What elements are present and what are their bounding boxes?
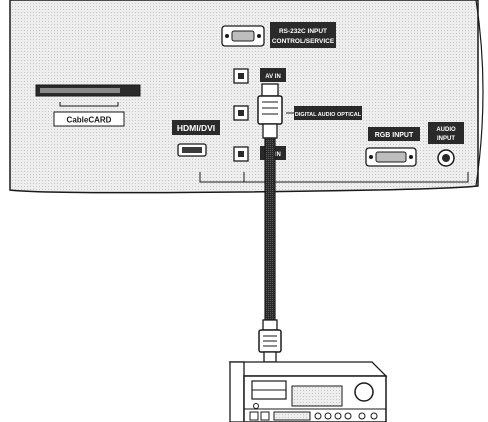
audio-input-label-line2: INPUT <box>437 136 455 142</box>
digital-audio-label: DIGITAL AUDIO OPTICAL <box>286 106 362 120</box>
rgb-label: RGB INPUT <box>368 127 420 141</box>
hdmi-port <box>177 143 207 157</box>
jack-top <box>233 68 249 84</box>
audio-input-label-line1: AUDIO <box>436 127 456 133</box>
audio-input-label: AUDIO INPUT <box>428 122 464 144</box>
rgb-port <box>365 147 417 167</box>
hdmi-label-text: HDMI/DVI <box>177 123 215 133</box>
rs232c-port <box>221 25 265 47</box>
jack-middle <box>233 105 249 121</box>
jack-bottom <box>233 146 249 162</box>
optical-cable <box>264 137 276 323</box>
digital-audio-label-text: DIGITAL AUDIO OPTICAL <box>295 112 362 118</box>
rs232c-label: RS-232C INPUT CONTROL/SERVICE <box>270 22 336 48</box>
optical-plug-receiver <box>258 319 282 363</box>
tv-rear-panel <box>9 0 484 194</box>
audio-input-jack <box>437 149 455 167</box>
cablecard-label-text: CableCARD <box>67 116 112 125</box>
audio-receiver <box>228 361 388 422</box>
rs232c-label-line2: CONTROL/SERVICE <box>272 38 335 45</box>
jack-top-label-text: AV IN <box>265 74 281 80</box>
hdmi-label: HDMI/DVI <box>172 120 220 135</box>
rgb-label-text: RGB INPUT <box>375 132 414 139</box>
rs232c-label-line1: RS-232C INPUT <box>279 28 327 35</box>
cablecard-label: CableCARD <box>53 111 125 127</box>
cablecard-slot <box>35 84 141 107</box>
jack-top-label: AV IN <box>260 68 286 82</box>
optical-plug-tv <box>257 83 283 139</box>
port-group-bracket <box>199 172 469 183</box>
